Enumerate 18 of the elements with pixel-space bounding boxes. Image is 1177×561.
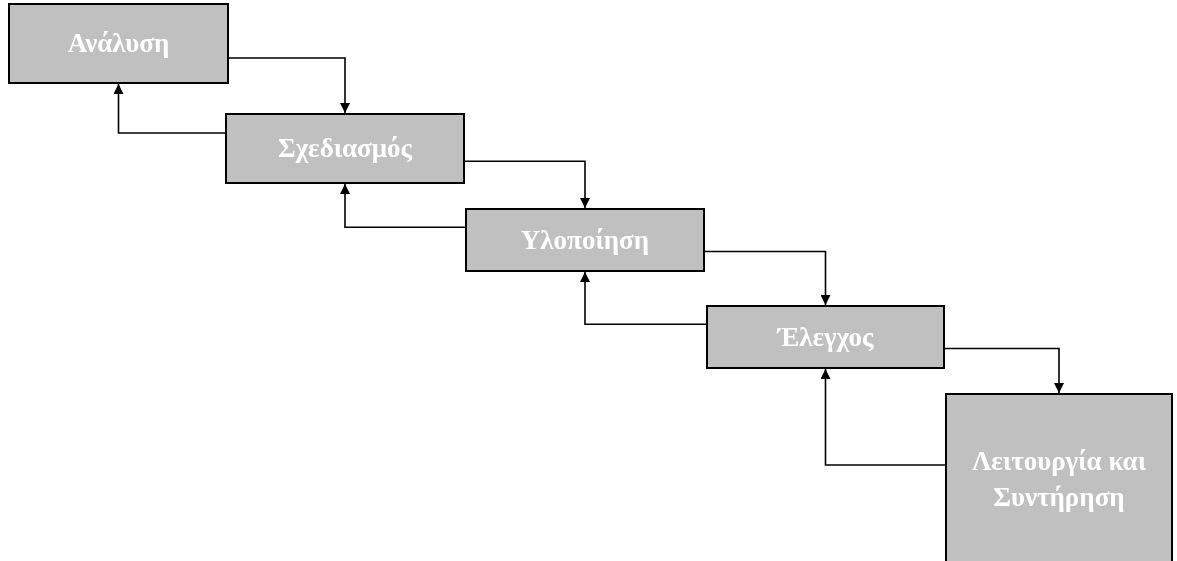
step-label: Λειτουργία και Συντήρηση — [970, 444, 1148, 514]
process-box — [465, 208, 705, 272]
arrow — [820, 368, 946, 466]
arrow — [113, 83, 226, 134]
arrow — [340, 183, 466, 228]
step-label: Έλεγχος — [775, 320, 875, 354]
process-box — [8, 3, 229, 84]
step-label: Υλοποίηση — [519, 223, 651, 257]
arrow — [944, 347, 1064, 394]
process-box — [225, 113, 465, 184]
arrow — [704, 250, 831, 306]
process-box — [706, 305, 945, 369]
arrow — [228, 57, 350, 114]
step-label: Ανάλυση — [66, 27, 171, 61]
arrow — [580, 271, 707, 325]
step-label: Σχεδιασμός — [277, 132, 413, 166]
process-box — [945, 393, 1173, 561]
arrow — [464, 160, 590, 209]
